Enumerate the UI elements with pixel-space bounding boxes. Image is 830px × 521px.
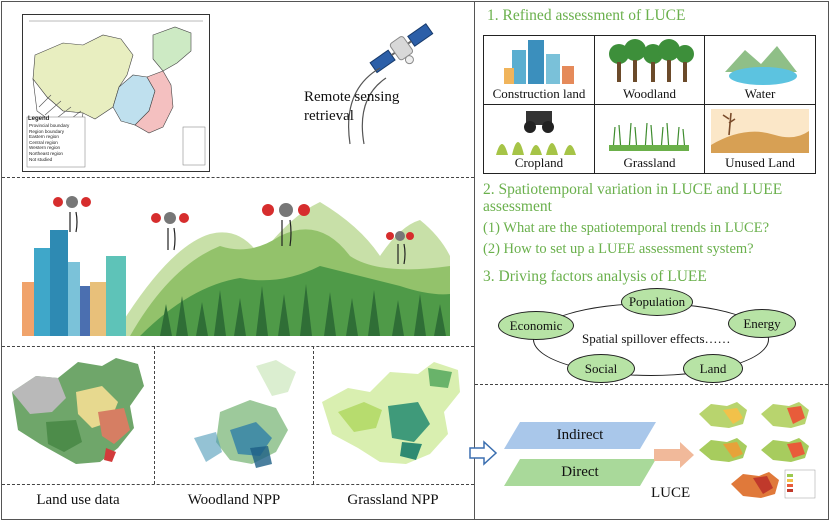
hollow-arrow-icon	[469, 440, 498, 466]
cell-label: Construction land	[492, 86, 586, 101]
cell-label: Water	[744, 86, 776, 101]
spillover-center-text: Spatial spillover effects……	[582, 331, 731, 346]
land-use-map	[6, 352, 150, 476]
section3-title: 3. Driving factors analysis of LUEE	[483, 268, 707, 285]
right-arrow-icon	[654, 442, 694, 468]
left-divider-lower	[2, 484, 474, 485]
legend-item: Provincial boundary	[29, 123, 70, 128]
section2-question-2: (2) How to set up a LUEE assessment syst…	[483, 241, 754, 257]
grassland-npp-map	[318, 352, 468, 476]
cell-cropland: Cropland	[483, 104, 595, 174]
left-divider-v1	[154, 346, 155, 484]
legend-item: Central region	[29, 139, 58, 145]
legend-item: Northeast region	[29, 150, 63, 156]
legend-item: Eastern region	[29, 134, 59, 140]
direct-label: Direct	[561, 464, 599, 480]
china-region-map: Legend Provincial boundary Region bounda…	[22, 14, 210, 172]
cell-woodland: Woodland	[594, 35, 705, 105]
landscape-illustration	[20, 186, 450, 336]
cell-construction-land: Construction land	[483, 35, 595, 105]
section1-title: 1. Refined assessment of LUCE	[487, 7, 686, 24]
direct-shape	[504, 459, 656, 486]
cell-unused-land: Unused Land	[704, 104, 816, 174]
woodland-npp-map	[160, 352, 308, 476]
luce-label: LUCE	[651, 485, 691, 501]
label-grassland-npp: Grassland NPP	[347, 492, 439, 508]
indirect-label: Indirect	[556, 427, 604, 443]
cell-label: Woodland	[622, 86, 677, 101]
node-social: Social	[567, 354, 635, 383]
label-woodland-npp: Woodland NPP	[187, 492, 281, 508]
satellite-icon	[366, 18, 438, 80]
legend-item: Not studied	[29, 156, 53, 162]
map-legend-title: Legend	[28, 116, 50, 122]
node-economic: Economic	[498, 311, 574, 340]
left-divider-upper	[2, 177, 474, 178]
section2-question-1: (1) What are the spatiotemporal trends i…	[483, 220, 770, 236]
indirect-shape	[504, 422, 656, 449]
cell-label: Cropland	[514, 155, 564, 170]
right-divider	[475, 384, 828, 385]
section2-title: 2. Spatiotemporal variation in LUCE and …	[483, 181, 783, 215]
node-energy: Energy	[728, 309, 796, 338]
signal-arcs	[348, 67, 387, 145]
cell-label: Grassland	[623, 155, 676, 170]
land-type-grid: Construction land Woodland Water Croplan…	[483, 35, 816, 174]
cell-label: Unused Land	[725, 155, 795, 170]
map-legend-list: Provincial boundary Region boundary East…	[29, 123, 69, 162]
cell-water: Water	[704, 35, 816, 105]
legend-item: Region boundary	[29, 128, 64, 134]
legend-item: Western region	[29, 145, 61, 151]
label-land-use-data: Land use data	[36, 492, 120, 508]
left-divider-v2	[313, 346, 314, 484]
node-population: Population	[621, 288, 693, 316]
cell-grassland: Grassland	[594, 104, 705, 174]
remote-sensing-label: Remote sensing retrieval	[304, 89, 400, 124]
luce-map-panel	[693, 396, 821, 502]
left-divider-middle	[2, 346, 474, 347]
center-divider	[474, 1, 475, 520]
node-land: Land	[683, 354, 743, 383]
